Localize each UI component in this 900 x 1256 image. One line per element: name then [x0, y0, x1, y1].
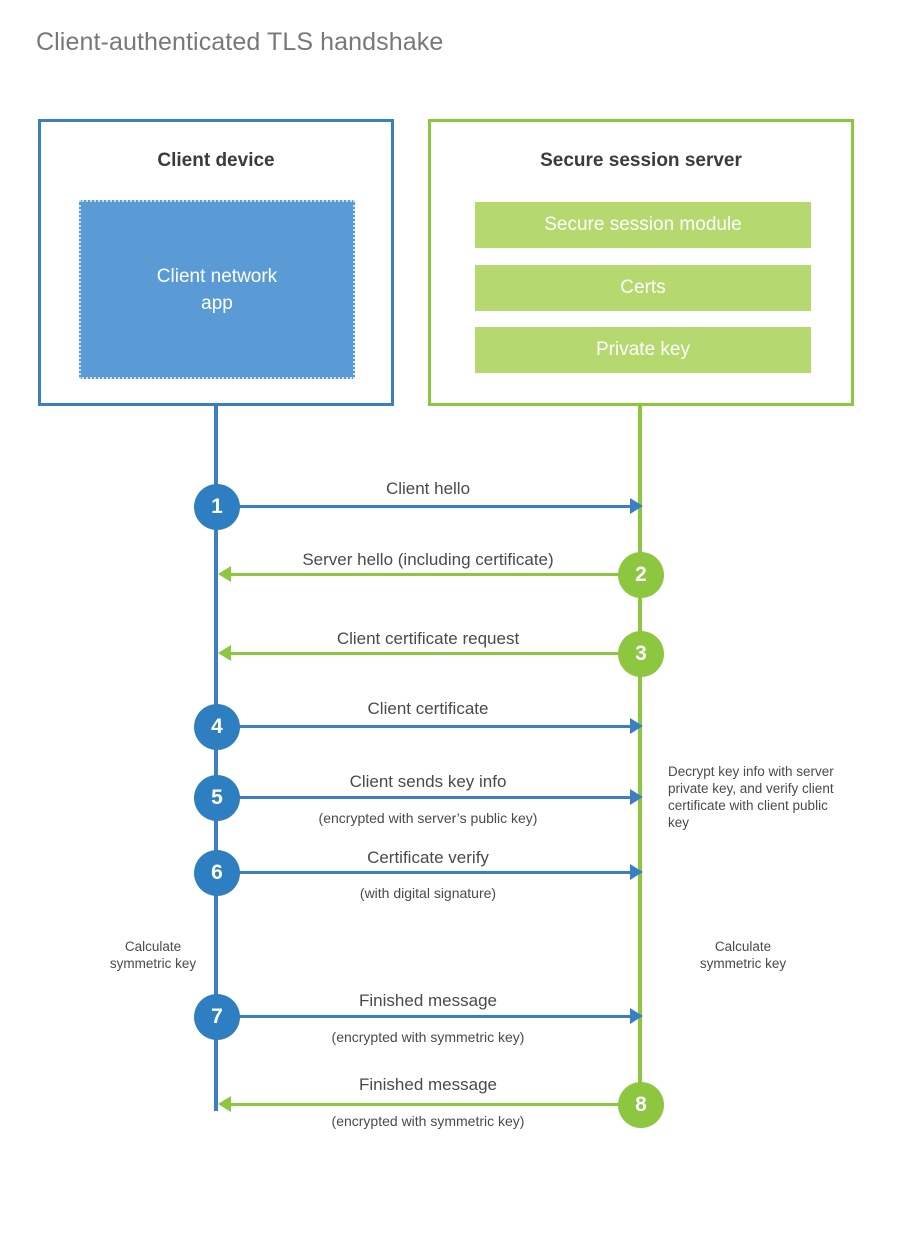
- step-6-label: Certificate verify: [367, 848, 489, 867]
- server-calculate-line2: symmetric key: [699, 956, 787, 971]
- server-decrypt-note: Decrypt key info with server private key…: [668, 764, 834, 830]
- step-7-label: Finished message: [359, 991, 497, 1010]
- step-4-arrow-head: [630, 718, 643, 734]
- client-app-label-line1: Client network: [156, 265, 278, 287]
- step-6-circle[interactable]: 6: [194, 850, 240, 896]
- step-5-arrow-head: [630, 789, 643, 805]
- secure-session-server-box: Secure session server Secure session mod…: [428, 119, 854, 406]
- step-4-circle[interactable]: 4: [194, 704, 240, 750]
- step-7-circle[interactable]: 7: [194, 994, 240, 1040]
- client-app-label-line2: app: [201, 292, 233, 314]
- client-calculate-line2: symmetric key: [109, 956, 197, 971]
- step-8-arrow-head: [218, 1096, 231, 1112]
- step-3-arrow-head: [218, 645, 231, 661]
- step-8-arrow-line: [231, 1103, 640, 1106]
- client-calculate-note: Calculate symmetric key: [78, 938, 228, 972]
- step-5-label: Client sends key info: [349, 772, 507, 791]
- step-2-arrow-head: [218, 566, 231, 582]
- page-title: Client-authenticated TLS handshake: [36, 28, 444, 56]
- step-1-label: Client hello: [385, 479, 471, 498]
- server-calculate-line1: Calculate: [714, 939, 772, 954]
- client-lifeline: [214, 406, 218, 1111]
- step-5-arrow-line: [218, 796, 630, 799]
- step-2-arrow-line: [231, 573, 640, 576]
- step-4-label: Client certificate: [367, 699, 489, 718]
- server-lifeline: [638, 406, 642, 1106]
- client-network-app-box: Client network app: [79, 200, 355, 379]
- step-2-label: Server hello (including certificate): [302, 550, 554, 569]
- server-component-private-key: Private key: [475, 327, 811, 373]
- step-7-arrow-line: [218, 1015, 630, 1018]
- step-3-arrow-line: [231, 652, 640, 655]
- step-6-sublabel: (with digital signature): [359, 885, 497, 901]
- step-7-arrow-head: [630, 1008, 643, 1024]
- server-component-secure-session-module: Secure session module: [475, 202, 811, 248]
- client-network-app-label: Client network app: [157, 263, 277, 317]
- step-3-label: Client certificate request: [336, 629, 520, 648]
- client-calculate-line1: Calculate: [124, 939, 182, 954]
- step-4-arrow-line: [218, 725, 630, 728]
- client-device-title: Client device: [157, 150, 275, 171]
- step-2-circle[interactable]: 2: [618, 552, 664, 598]
- server-component-certs: Certs: [475, 265, 811, 311]
- step-5-circle[interactable]: 5: [194, 775, 240, 821]
- step-8-circle[interactable]: 8: [618, 1082, 664, 1128]
- secure-session-server-title: Secure session server: [540, 150, 742, 171]
- step-1-circle[interactable]: 1: [194, 484, 240, 530]
- client-device-box: Client device Client network app: [38, 119, 394, 406]
- step-1-arrow-line: [218, 505, 630, 508]
- step-5-sublabel: (encrypted with server’s public key): [318, 810, 538, 826]
- step-8-sublabel: (encrypted with symmetric key): [331, 1113, 525, 1129]
- step-7-sublabel: (encrypted with symmetric key): [331, 1029, 525, 1045]
- step-6-arrow-line: [218, 871, 630, 874]
- step-3-circle[interactable]: 3: [618, 631, 664, 677]
- step-1-arrow-head: [630, 498, 643, 514]
- server-calculate-note: Calculate symmetric key: [668, 938, 818, 972]
- step-6-arrow-head: [630, 864, 643, 880]
- step-8-label: Finished message: [359, 1075, 497, 1094]
